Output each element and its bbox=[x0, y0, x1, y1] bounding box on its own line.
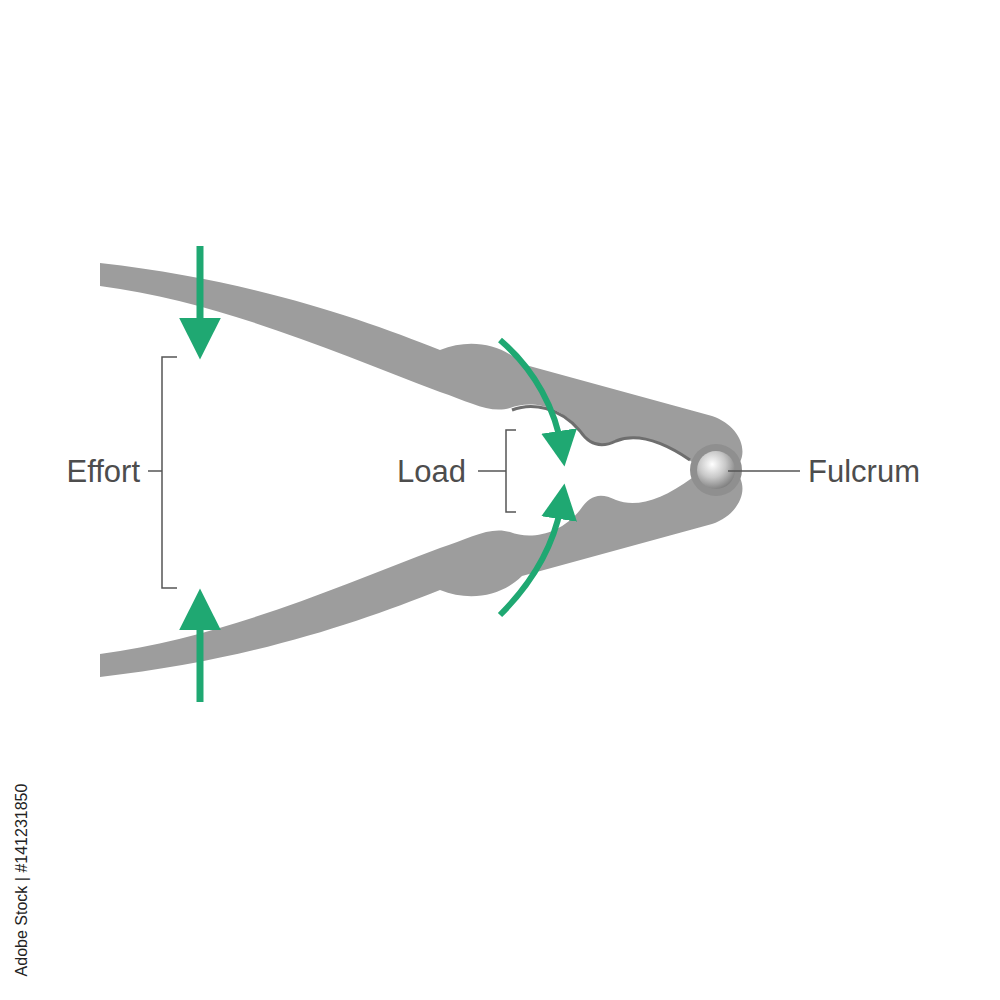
effort-label: Effort bbox=[66, 456, 140, 487]
upper-arm bbox=[100, 263, 742, 462]
watermark-text: Adobe Stock | #141231850 bbox=[14, 784, 30, 977]
load-arrow bbox=[500, 340, 562, 450]
load-bracket bbox=[478, 430, 516, 512]
effort-bracket bbox=[148, 357, 177, 588]
jaw-edge bbox=[512, 406, 690, 460]
effort-arrow bbox=[197, 246, 204, 340]
effort-arrow bbox=[197, 608, 204, 702]
fulcrum-label: Fulcrum bbox=[808, 456, 920, 487]
lower-arm bbox=[100, 478, 742, 677]
fulcrum-pin-housing bbox=[690, 444, 742, 496]
load-label: Load bbox=[397, 456, 466, 487]
fulcrum-leader bbox=[728, 470, 800, 472]
load-arrow bbox=[500, 500, 562, 615]
fulcrum-pin bbox=[697, 451, 735, 489]
